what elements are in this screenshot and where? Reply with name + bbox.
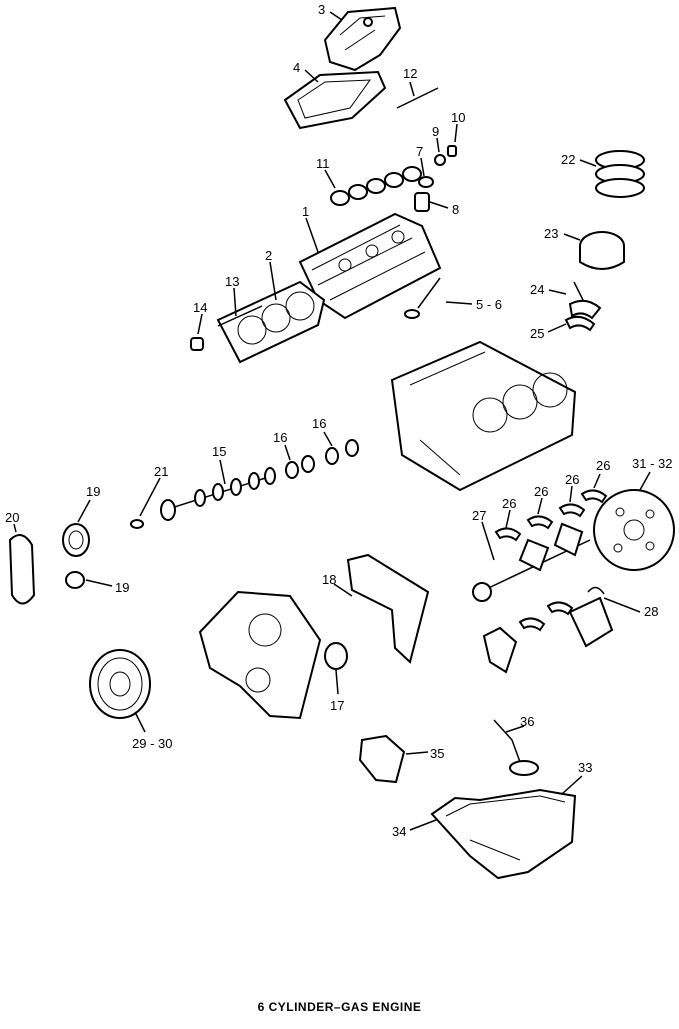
callout-34: 34 [392,824,406,839]
callout-13: 13 [225,274,239,289]
part-crankshaft-seal [324,642,348,670]
part-piston-rings [595,150,645,198]
part-timing-chain [8,534,36,605]
callout-35: 35 [430,746,444,761]
part-seal [65,571,85,589]
callout-26-c: 26 [565,472,579,487]
callout-26-b: 26 [534,484,548,499]
callout-27: 27 [472,508,486,523]
callout-36: 36 [520,714,534,729]
callout-22: 22 [561,152,575,167]
callout-33: 33 [578,760,592,775]
part-camshaft-thrust-plate [130,519,144,529]
callout-11: 11 [316,156,330,171]
part-rocker-arms [330,166,422,206]
callout-1: 1 [302,204,309,219]
part-cam-bearing-b [325,439,359,465]
part-rod-bearing [564,315,596,332]
callout-28: 28 [644,604,658,619]
callout-20: 20 [5,510,19,525]
callout-18: 18 [322,572,336,587]
callout-9: 9 [432,124,439,139]
diagram-caption: 6 CYLINDER–GAS ENGINE [257,1000,422,1014]
callout-31-32: 31 - 32 [632,456,672,471]
callout-26-a: 26 [502,496,516,511]
callout-16-b: 16 [312,416,326,431]
callout-2: 2 [265,248,272,263]
callout-4: 4 [293,60,300,75]
callout-17: 17 [330,698,344,713]
part-front-cover-gasket [346,553,430,664]
callout-29-30: 29 - 30 [132,736,172,751]
part-cam-bearing-a [285,455,315,479]
part-harmonic-balancer [89,649,151,719]
part-pushrod [396,87,439,109]
callout-26-d: 26 [596,458,610,473]
part-oil-pan [430,788,577,880]
part-oil-pump [358,734,406,784]
callout-10: 10 [451,110,465,125]
part-connecting-rod [568,281,602,320]
callout-25: 25 [530,326,544,341]
part-head-gasket [216,280,326,364]
callout-14: 14 [193,300,207,315]
callout-15: 15 [212,444,226,459]
part-engine-block [390,340,577,492]
part-valve-spring [414,192,430,212]
part-front-seal [62,523,90,557]
part-rear-main-seal [587,586,605,595]
callout-21: 21 [154,464,168,479]
part-camshaft [160,467,276,521]
callout-12: 12 [403,66,417,81]
callout-3: 3 [318,2,325,17]
callout-7: 7 [416,144,423,159]
callout-24: 24 [530,282,544,297]
leader-lines [13,11,651,831]
callout-8: 8 [452,202,459,217]
callout-23: 23 [544,226,558,241]
part-main-bearing-caps [482,596,614,674]
part-valve-cover-gasket [283,70,387,130]
part-oil-pickup-tube [493,719,539,776]
part-piston [579,231,625,270]
part-valve-lock [447,145,457,157]
part-dowel-pin [190,337,204,351]
callout-5-6: 5 - 6 [476,297,502,312]
part-valve [404,277,441,319]
part-timing-cover [198,590,322,720]
part-head-bolt [217,305,263,327]
callout-16-a: 16 [273,430,287,445]
part-valve-spring-retainer [418,176,434,188]
part-main-bearings [494,489,608,542]
callout-19-b: 19 [115,580,129,595]
callout-labels: 3 4 12 9 10 11 7 8 22 1 23 2 13 14 5 - 6… [5,2,672,839]
part-valve-keeper [434,154,446,166]
part-crankshaft [472,522,591,602]
callout-19-a: 19 [86,484,100,499]
part-valve-cover [323,6,402,72]
part-flywheel [593,489,675,571]
